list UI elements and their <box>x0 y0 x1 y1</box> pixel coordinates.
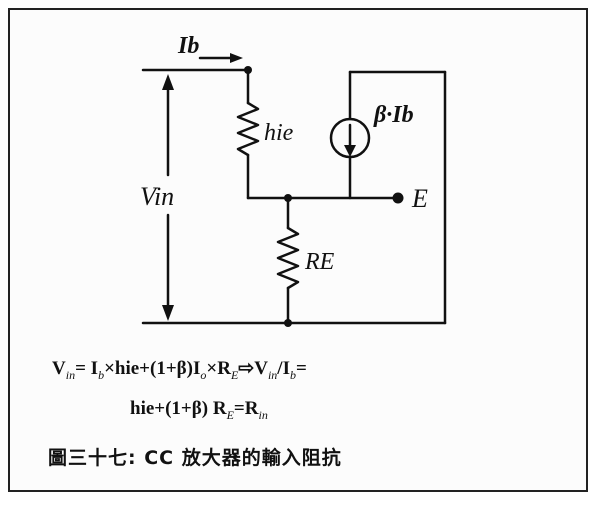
ib-label: Ib <box>177 33 199 59</box>
hie-label: hie <box>264 120 294 146</box>
junction-dot <box>284 194 292 202</box>
e-terminal-label: E <box>411 184 428 213</box>
beta-ib-label: β·Ib <box>373 102 414 128</box>
equation-line-1: Vin= Ib×hie+(1+β)Io×RE⇨Vin/Ib= <box>52 358 307 382</box>
re-label: RE <box>304 249 335 275</box>
source-arrow-head <box>344 145 356 157</box>
ib-arrow-head <box>230 53 243 63</box>
ground-node-dot <box>284 319 292 327</box>
equation-line-2: hie+(1+β) RE=Rin <box>130 398 268 422</box>
figure-caption: 圖三十七: CC 放大器的輸入阻抗 <box>48 447 342 469</box>
vin-label: Vin <box>140 182 174 211</box>
hie-resistor <box>236 101 260 157</box>
vin-arrow-head-down <box>162 305 174 321</box>
vin-arrow-head-up <box>162 74 174 90</box>
re-resistor <box>276 226 300 290</box>
input-node-dot <box>244 66 252 74</box>
emitter-terminal-dot <box>392 192 404 204</box>
